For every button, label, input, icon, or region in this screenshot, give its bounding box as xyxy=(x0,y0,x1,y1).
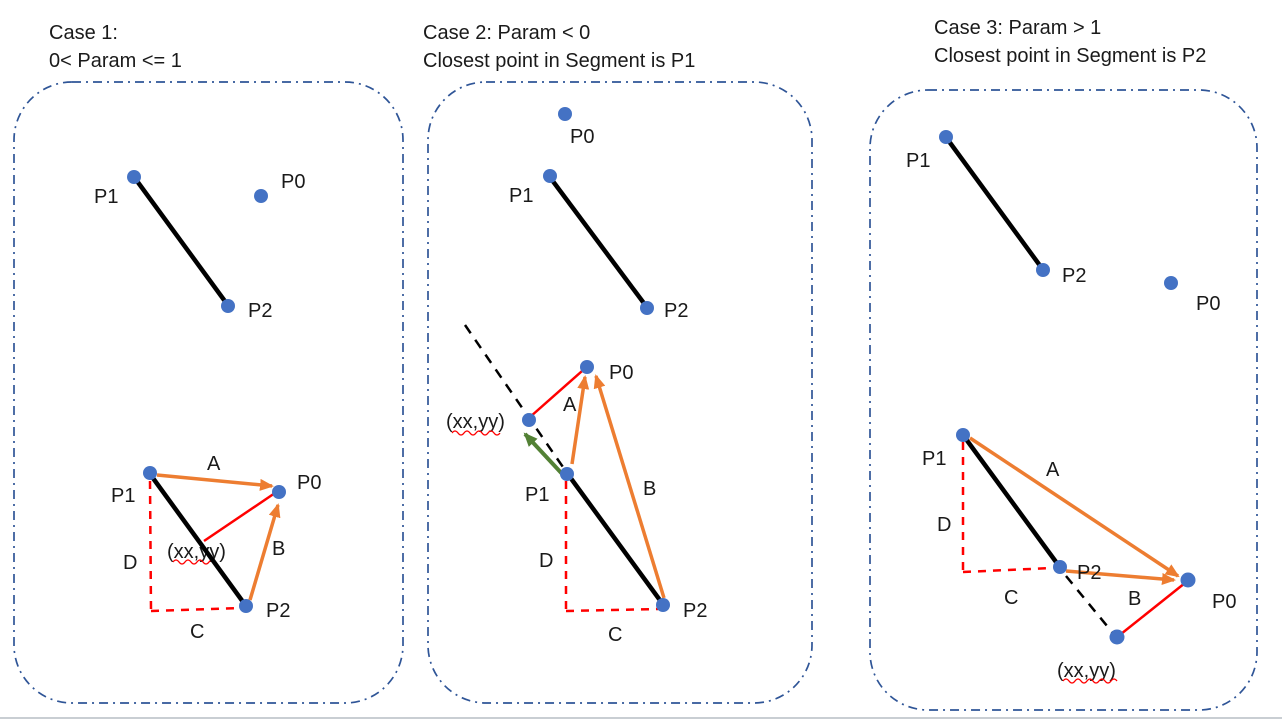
label-delta-d: D xyxy=(937,514,951,536)
segment-p1-p2 xyxy=(946,138,1043,269)
closest-point-xxyy xyxy=(1109,629,1125,645)
delta-x-dashed-line-c xyxy=(962,566,1053,574)
point-p1 xyxy=(939,130,953,144)
xxyy-underline-squiggle xyxy=(451,430,501,436)
segment-p1-p2 xyxy=(135,179,229,306)
label-p0: P0 xyxy=(609,362,633,384)
label-p2: P2 xyxy=(1077,562,1101,584)
label-p0: P0 xyxy=(1212,591,1236,613)
point-p0 xyxy=(558,107,572,121)
label-xxyy: (xx,yy) xyxy=(1057,660,1116,682)
label-p2: P2 xyxy=(664,300,688,322)
point-p2 xyxy=(239,599,253,613)
panel-border-case-1 xyxy=(13,81,404,704)
vector-b-arrow xyxy=(1065,569,1176,585)
delta-x-dashed-line-c xyxy=(565,607,659,613)
label-p0: P0 xyxy=(570,126,594,148)
case2-bottom-diagram: (xx,yy) P1 P2 P0 A B C D xyxy=(446,324,707,646)
label-delta-c: C xyxy=(190,621,204,643)
label-vector-a: A xyxy=(563,394,577,416)
point-p2 xyxy=(1036,263,1050,277)
xxyy-underline-squiggle xyxy=(172,559,216,565)
point-p2 xyxy=(221,299,235,313)
case3-top-diagram: P1 P2 P0 xyxy=(906,130,1220,315)
label-vector-b: B xyxy=(643,478,656,500)
case1-title-line2: 0< Param <= 1 xyxy=(49,50,182,72)
panel-border-case-2 xyxy=(427,81,813,704)
distance-red-line xyxy=(529,363,591,418)
point-p0 xyxy=(1180,572,1196,588)
segment-p1-p2 xyxy=(148,472,248,608)
label-p2: P2 xyxy=(248,300,272,322)
panel-border-case-3 xyxy=(869,89,1258,711)
point-p2 xyxy=(640,301,654,315)
vector-a-arrow xyxy=(969,436,1180,578)
distance-red-line xyxy=(1120,582,1186,635)
label-xxyy: (xx,yy) xyxy=(446,411,505,433)
segment-p1-p2 xyxy=(565,471,664,605)
point-p0 xyxy=(1164,276,1178,290)
case2-title-line2: Closest point in Segment is P1 xyxy=(423,50,695,72)
point-p0 xyxy=(254,189,268,203)
label-p0: P0 xyxy=(281,171,305,193)
point-p0 xyxy=(272,485,286,499)
label-delta-d: D xyxy=(123,552,137,574)
delta-y-dashed-line-d xyxy=(148,480,153,612)
case2-title-line1: Case 2: Param < 0 xyxy=(423,22,590,44)
label-p1: P1 xyxy=(525,484,549,506)
label-delta-c: C xyxy=(1004,587,1018,609)
label-delta-d: D xyxy=(539,550,553,572)
label-delta-c: C xyxy=(608,624,622,646)
vector-a-arrow xyxy=(570,375,590,465)
segment-p1-p2 xyxy=(961,433,1061,568)
case2-top-diagram: P0 P1 P2 xyxy=(509,107,688,322)
delta-x-dashed-line-c xyxy=(150,606,243,613)
vector-a-arrow xyxy=(156,473,274,491)
label-p1: P1 xyxy=(94,186,118,208)
point-p1 xyxy=(143,466,157,480)
point-p1 xyxy=(127,170,141,184)
extension-dashed-line xyxy=(1065,575,1113,633)
vector-b-arrow xyxy=(593,374,666,599)
extension-dashed-line xyxy=(463,324,567,471)
case1-bottom-diagram: (xx,yy) P1 P0 P2 A B C D xyxy=(111,453,321,643)
case3-title-line2: Closest point in Segment is P2 xyxy=(934,45,1206,67)
vector-b-arrow xyxy=(248,503,281,601)
label-p1: P1 xyxy=(922,448,946,470)
label-p2: P2 xyxy=(266,600,290,622)
case3-bottom-diagram: P1 A D C P2 B P0 (xx,yy) xyxy=(922,428,1236,684)
label-p1: P1 xyxy=(906,150,930,172)
xxyy-underline-squiggle xyxy=(1062,678,1118,684)
panel-title-case-1: Case 1: 0< Param <= 1 xyxy=(49,22,182,72)
slide-edge-line xyxy=(0,717,1282,719)
label-p0: P0 xyxy=(297,472,321,494)
point-p2 xyxy=(656,598,670,612)
label-p0: P0 xyxy=(1196,293,1220,315)
label-vector-b: B xyxy=(272,538,285,560)
label-p1: P1 xyxy=(111,485,135,507)
point-p2 xyxy=(1053,560,1067,574)
case3-title-line1: Case 3: Param > 1 xyxy=(934,17,1101,39)
label-p1: P1 xyxy=(509,185,533,207)
label-vector-a: A xyxy=(207,453,221,475)
segment-p1-p2 xyxy=(550,178,648,308)
case1-title-line1: Case 1: xyxy=(49,22,118,44)
param-direction-green-arrow xyxy=(523,432,567,479)
label-p2: P2 xyxy=(683,600,707,622)
point-p1 xyxy=(543,169,557,183)
label-vector-b: B xyxy=(1128,588,1141,610)
label-vector-a: A xyxy=(1046,459,1060,481)
case1-top-diagram: P1 P2 P0 xyxy=(94,170,305,322)
point-p0 xyxy=(580,360,594,374)
label-p2: P2 xyxy=(1062,265,1086,287)
point-p1 xyxy=(560,467,574,481)
distance-red-line xyxy=(203,491,276,543)
panel-title-case-2: Case 2: Param < 0 Closest point in Segme… xyxy=(423,22,695,72)
panel-title-case-3: Case 3: Param > 1 Closest point in Segme… xyxy=(934,17,1206,67)
closest-point-xxyy xyxy=(522,413,536,427)
point-p1 xyxy=(956,428,970,442)
